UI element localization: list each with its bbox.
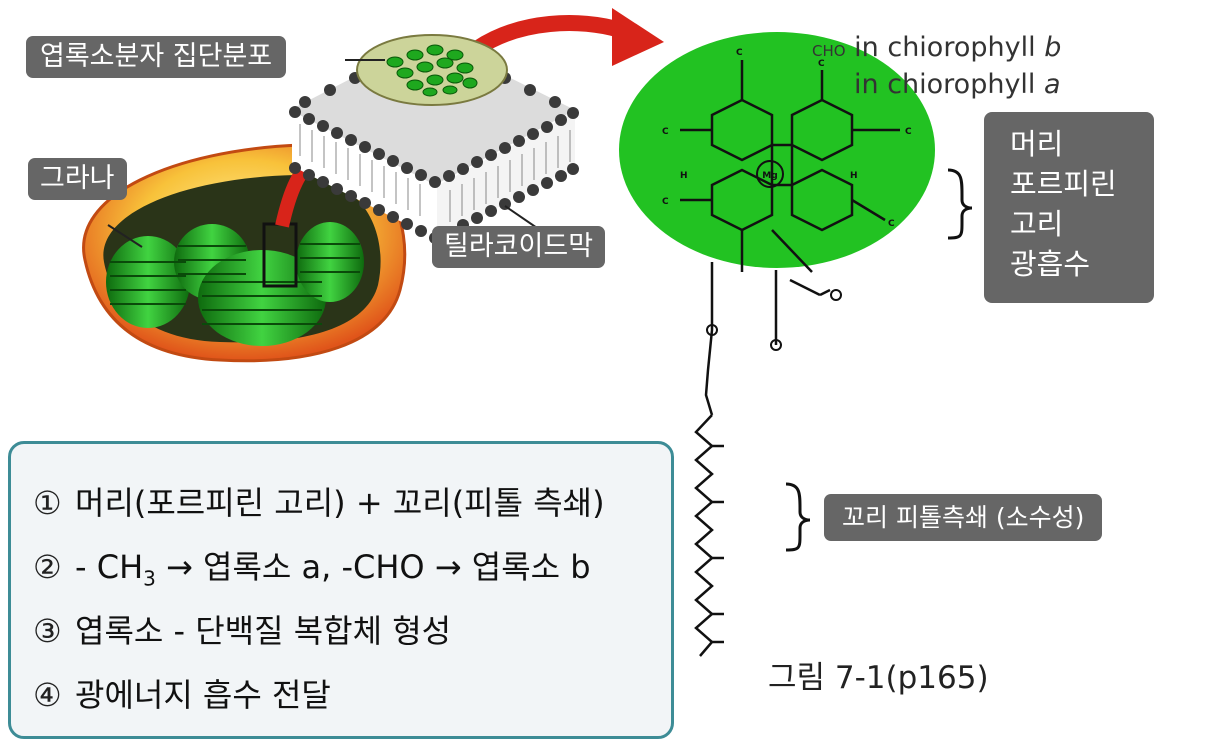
chlorophyll-b-text: in chiorophyll <box>854 32 1036 63</box>
item-text: 엽록소 - 단백질 복합체 형성 <box>75 612 452 650</box>
brace-head <box>947 168 973 240</box>
svg-text:C: C <box>905 127 912 137</box>
item-number: ② <box>33 548 62 586</box>
chlorophyll-a-legend: in chiorophyll a <box>854 69 1061 100</box>
chlorophyll-a-text: in chiorophyll <box>854 69 1036 100</box>
tail-phytol-label: 꼬리 피톨측쇄 (소수성) <box>824 494 1103 542</box>
chlorophyll-b-letter: b <box>1044 32 1062 63</box>
item-number: ① <box>33 484 62 522</box>
chlorophyll-molecule: Mg C C C C C C H H <box>619 32 935 657</box>
thylakoid-membrane-label: 틸라코이드막 <box>432 226 606 268</box>
thylakoid-membrane-illustration <box>289 34 579 244</box>
subscript-3: 3 <box>143 566 156 591</box>
summary-item-3: ③ 엽록소 - 단백질 복합체 형성 <box>33 606 451 652</box>
svg-text:C: C <box>662 127 669 137</box>
head-line-4: 광흡수 <box>1010 247 1091 281</box>
chlorophyll-a-letter: a <box>1044 69 1061 100</box>
brace-tail <box>785 482 811 552</box>
item-text: 머리(포르피린 고리) + 꼬리(피톨 측쇄) <box>75 484 605 522</box>
svg-text:C: C <box>818 59 825 69</box>
summary-box: ① 머리(포르피린 고리) + 꼬리(피톨 측쇄) ② - CH3 → 엽록소 a,… <box>8 441 674 739</box>
summary-item-4: ④ 광에너지 흡수 전달 <box>33 670 331 716</box>
grana-label: 그라나 <box>28 158 127 200</box>
item-text: 광에너지 흡수 전달 <box>75 676 331 714</box>
item-number: ③ <box>33 612 62 650</box>
magnesium-atom-label: Mg <box>762 171 777 181</box>
head-porphyrin-label: 머리 포르피린 고리 광흡수 <box>984 112 1154 303</box>
head-line-2: 포르피린 <box>1010 167 1117 201</box>
summary-item-2: ② - CH3 → 엽록소 a, -CHO → 엽록소 b <box>33 542 591 590</box>
summary-item-1: ① 머리(포르피린 고리) + 꼬리(피톨 측쇄) <box>33 478 605 524</box>
cho-label: CHO <box>812 42 846 60</box>
chlorophyll-b-legend: CHO in chiorophyll b <box>812 32 1061 63</box>
item-text-part: → 엽록소 a, -CHO → 엽록소 b <box>155 548 591 586</box>
figure-caption: 그림 7-1(p165) <box>768 660 989 696</box>
chlorophyll-distribution-label: 엽록소분자 집단분포 <box>26 36 287 78</box>
grana-stacks <box>106 222 364 346</box>
svg-text:C: C <box>736 48 743 58</box>
chloroplast-illustration <box>82 143 407 363</box>
svg-text:H: H <box>680 171 688 181</box>
svg-text:C: C <box>662 197 669 207</box>
svg-text:H: H <box>850 171 858 181</box>
svg-text:C: C <box>888 219 895 229</box>
item-number: ④ <box>33 676 62 714</box>
head-line-3: 고리 <box>1010 207 1064 241</box>
head-line-1: 머리 <box>1010 127 1064 161</box>
item-text-part: - CH <box>75 548 144 586</box>
